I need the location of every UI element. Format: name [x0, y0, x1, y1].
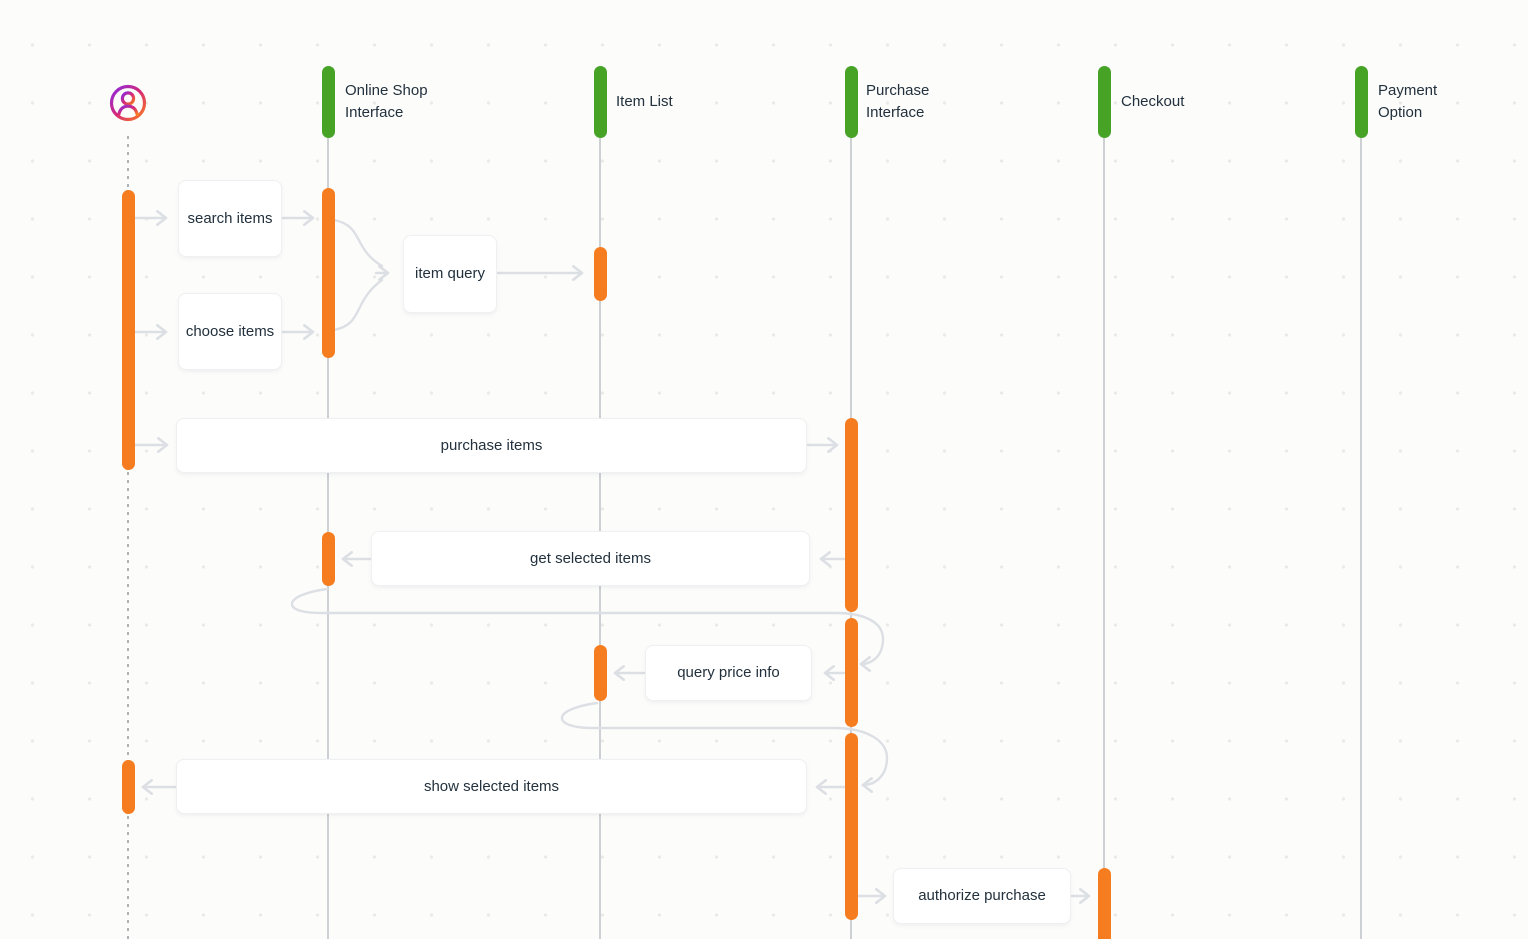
- message-show-selected-items[interactable]: show selected items: [176, 759, 807, 814]
- activation-bar-purchase-1[interactable]: [844, 418, 858, 612]
- activation-bar-user-main[interactable]: [121, 190, 135, 470]
- message-label: purchase items: [440, 436, 543, 454]
- message-query-price-info[interactable]: query price info: [645, 645, 812, 701]
- lifeline-head-online-shop-interface[interactable]: [321, 66, 335, 138]
- message-get-selected-items[interactable]: get selected items: [371, 531, 810, 586]
- message-label: authorize purchase: [918, 887, 1046, 904]
- user-avatar-icon[interactable]: [108, 83, 148, 123]
- activation-bar-online-shop-recv[interactable]: [321, 532, 335, 586]
- lifeline-head-payment-option[interactable]: [1354, 66, 1368, 138]
- message-choose-items[interactable]: choose items: [178, 293, 282, 370]
- arrow-merge-item-query: [332, 218, 584, 332]
- message-label: show selected items: [423, 777, 560, 795]
- lifeline-head-item-list[interactable]: [593, 66, 607, 138]
- activation-bar-user-recv[interactable]: [121, 760, 135, 814]
- message-authorize-purchase[interactable]: authorize purchase: [893, 868, 1071, 924]
- activation-bar-online-shop-main[interactable]: [321, 188, 335, 358]
- lifeline-head-checkout[interactable]: [1097, 66, 1111, 138]
- activation-bar-purchase-3[interactable]: [844, 733, 858, 920]
- message-purchase-items[interactable]: purchase items: [176, 418, 807, 473]
- activation-bar-item-list-2[interactable]: [593, 645, 607, 701]
- lifeline-label-payment-option: Payment Option: [1378, 82, 1438, 121]
- lifeline-label-online-shop-interface: Online Shop Interface: [345, 82, 428, 121]
- activation-bar-item-list-1[interactable]: [593, 247, 607, 301]
- lifeline-label-purchase-interface: Purchase Interface: [866, 82, 930, 121]
- message-label: get selected items: [530, 549, 651, 567]
- activation-bar-purchase-2[interactable]: [844, 618, 858, 727]
- message-search-items[interactable]: search items: [178, 180, 282, 257]
- arrow-get-selected-items: [290, 551, 885, 672]
- message-label: query price info: [677, 664, 780, 681]
- message-label: search items: [187, 209, 273, 227]
- lifeline-label-item-list: Item List: [616, 93, 673, 110]
- message-label: item query: [414, 265, 486, 282]
- message-label: choose items: [185, 322, 275, 340]
- lifeline-label-checkout: Checkout: [1121, 93, 1185, 110]
- activation-bar-checkout[interactable]: [1097, 868, 1111, 939]
- arrow-query-price-info: [560, 665, 889, 793]
- lifeline-head-purchase-interface[interactable]: [844, 66, 858, 138]
- message-item-query[interactable]: item query: [403, 235, 497, 313]
